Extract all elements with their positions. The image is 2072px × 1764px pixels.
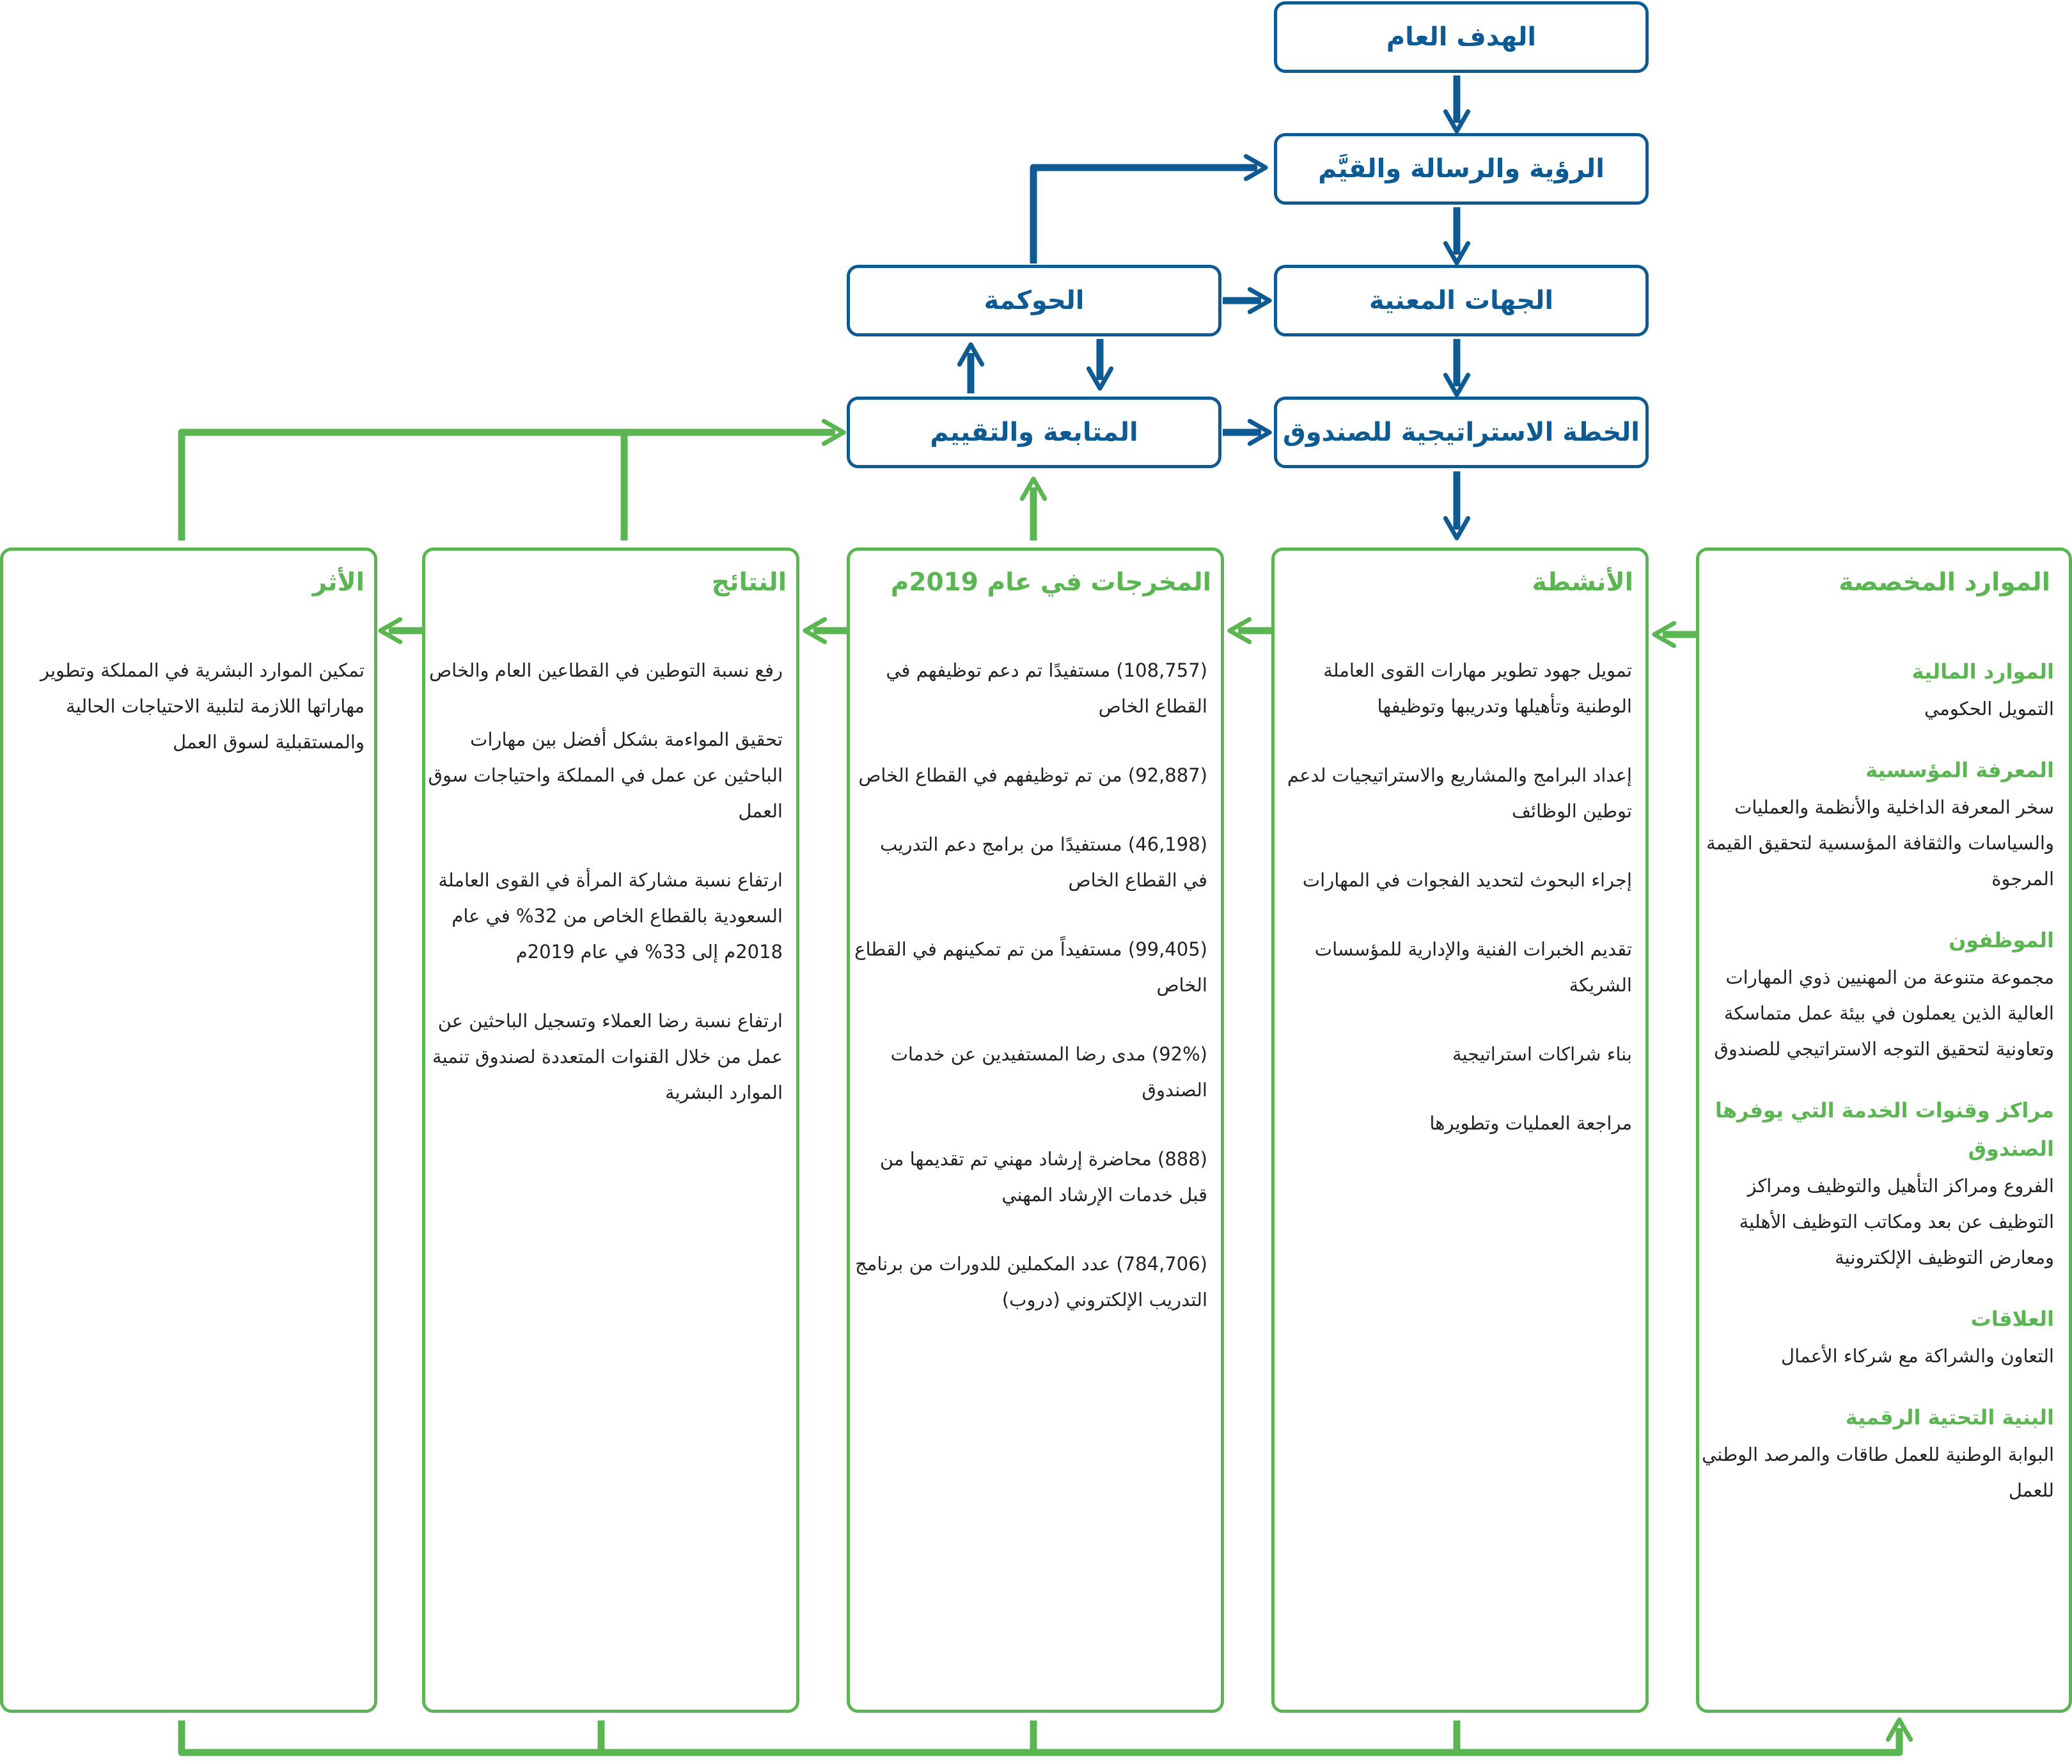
activity-item: تمويل جهود تطوير مهارات القوى العاملة ال… (1323, 659, 1632, 717)
output-item: (92,887) من تم توظيفهم في القطاع الخاص (858, 764, 1207, 786)
activity-item: إجراء البحوث لتحديد الفجوات في المهارات (1302, 869, 1632, 891)
result-item: ارتفاع نسبة مشاركة المرأة في القوى العام… (438, 869, 783, 963)
output-item: (99,405) مستفيداً من تم تمكينهم في القطا… (854, 938, 1207, 996)
column-results (422, 547, 799, 1713)
output-item: (888) محاضرة إرشاد مهني تم تقديمها من قب… (879, 1148, 1207, 1206)
column-impact (0, 547, 377, 1713)
output-item: (92%) مدى رضا المستفيدين عن خدمات الصندو… (890, 1043, 1207, 1101)
feedback-line-to-monitoring (178, 418, 846, 540)
box-stakeholders: الجهات المعنية (1274, 265, 1649, 336)
resource-group-title: العلاقات (1970, 1307, 2054, 1331)
resource-group-text: الفروع ومراكز التأهيل والتوظيف ومراكز ال… (1739, 1175, 2054, 1268)
resource-group-text: سخر المعرفة الداخلية والأنظمة والعمليات … (1706, 796, 2054, 890)
arrow-governance-to-vision (1030, 154, 1268, 264)
activity-item: مراجعة العمليات وتطويرها (1429, 1112, 1632, 1134)
resource-group-title: الموظفون (1948, 928, 2054, 952)
output-item: (46,198) مستفيدًا من برامج دعم التدريب ف… (879, 833, 1207, 891)
output-item: (784,706) عدد المكملين للدورات من برنامج… (855, 1253, 1207, 1311)
activity-item: بناء شراكات استراتيجية (1452, 1043, 1632, 1065)
resources-body: الموارد المالية التمويل الحكومي المعرفة … (1699, 652, 2054, 1532)
resource-group-title: مراكز وقنوات الخدمة التي يوفرها الصندوق (1715, 1098, 2054, 1161)
column-title-results: النتائج (711, 568, 787, 597)
column-title-activities: الأنشطة (1532, 568, 1633, 597)
resource-group-text: البوابة الوطنية للعمل طاقات والمرصد الوط… (1702, 1444, 2054, 1501)
outputs-body: (108,757) مستفيدًا تم دعم توظيفهم في الق… (852, 652, 1207, 1351)
column-activities (1271, 547, 1649, 1713)
activity-item: تقديم الخبرات الفنية والإدارية للمؤسسات … (1314, 938, 1632, 996)
result-item: رفع نسبة التوطين في القطاعين العام والخا… (429, 659, 783, 681)
resource-group-text: مجموعة متنوعة من المهنيين ذوي المهارات ا… (1714, 966, 2054, 1060)
resource-group-title: البنية التحتية الرقمية (1845, 1405, 2054, 1429)
results-body: رفع نسبة التوطين في القطاعين العام والخا… (427, 652, 783, 1144)
activity-item: إعداد البرامج والمشاريع والاستراتيجيات ل… (1287, 764, 1632, 822)
column-outputs (847, 547, 1224, 1713)
result-item: تحقيق المواءمة بشكل أفضل بين مهارات البا… (428, 728, 783, 822)
box-governance: الحوكمة (847, 265, 1221, 336)
box-monitoring-evaluation: المتابعة والتقييم (847, 397, 1221, 468)
box-general-goal: الهدف العام (1274, 1, 1649, 73)
activities-body: تمويل جهود تطوير مهارات القوى العاملة ال… (1276, 652, 1632, 1174)
box-strategic-plan: الخطة الاستراتيجية للصندوق (1274, 397, 1649, 468)
column-title-outputs: المخرجات في عام 2019م (890, 568, 1211, 597)
resource-group-text: التعاون والشراكة مع شركاء الأعمال (1781, 1345, 2054, 1367)
result-item: ارتفاع نسبة رضا العملاء وتسجيل الباحثين … (432, 1010, 783, 1103)
impact-body: تمكين الموارد البشرية في المملكة وتطوير … (5, 652, 365, 793)
resource-group-title: المعرفة المؤسسية (1865, 758, 2054, 782)
column-resources (1696, 547, 2072, 1713)
resource-group-text: التمويل الحكومي (1924, 698, 2054, 720)
impact-item: تمكين الموارد البشرية في المملكة وتطوير … (40, 659, 365, 753)
output-item: (108,757) مستفيدًا تم دعم توظيفهم في الق… (886, 659, 1207, 717)
column-title-resources: الموارد المخصصة (1839, 568, 2050, 597)
box-vision-mission-values: الرؤية والرسالة والقيَّم (1274, 133, 1649, 205)
column-title-impact: الأثر (312, 568, 365, 597)
bottom-feedback-loop (178, 1717, 1913, 1756)
resource-group-title: الموارد المالية (1911, 659, 2054, 684)
